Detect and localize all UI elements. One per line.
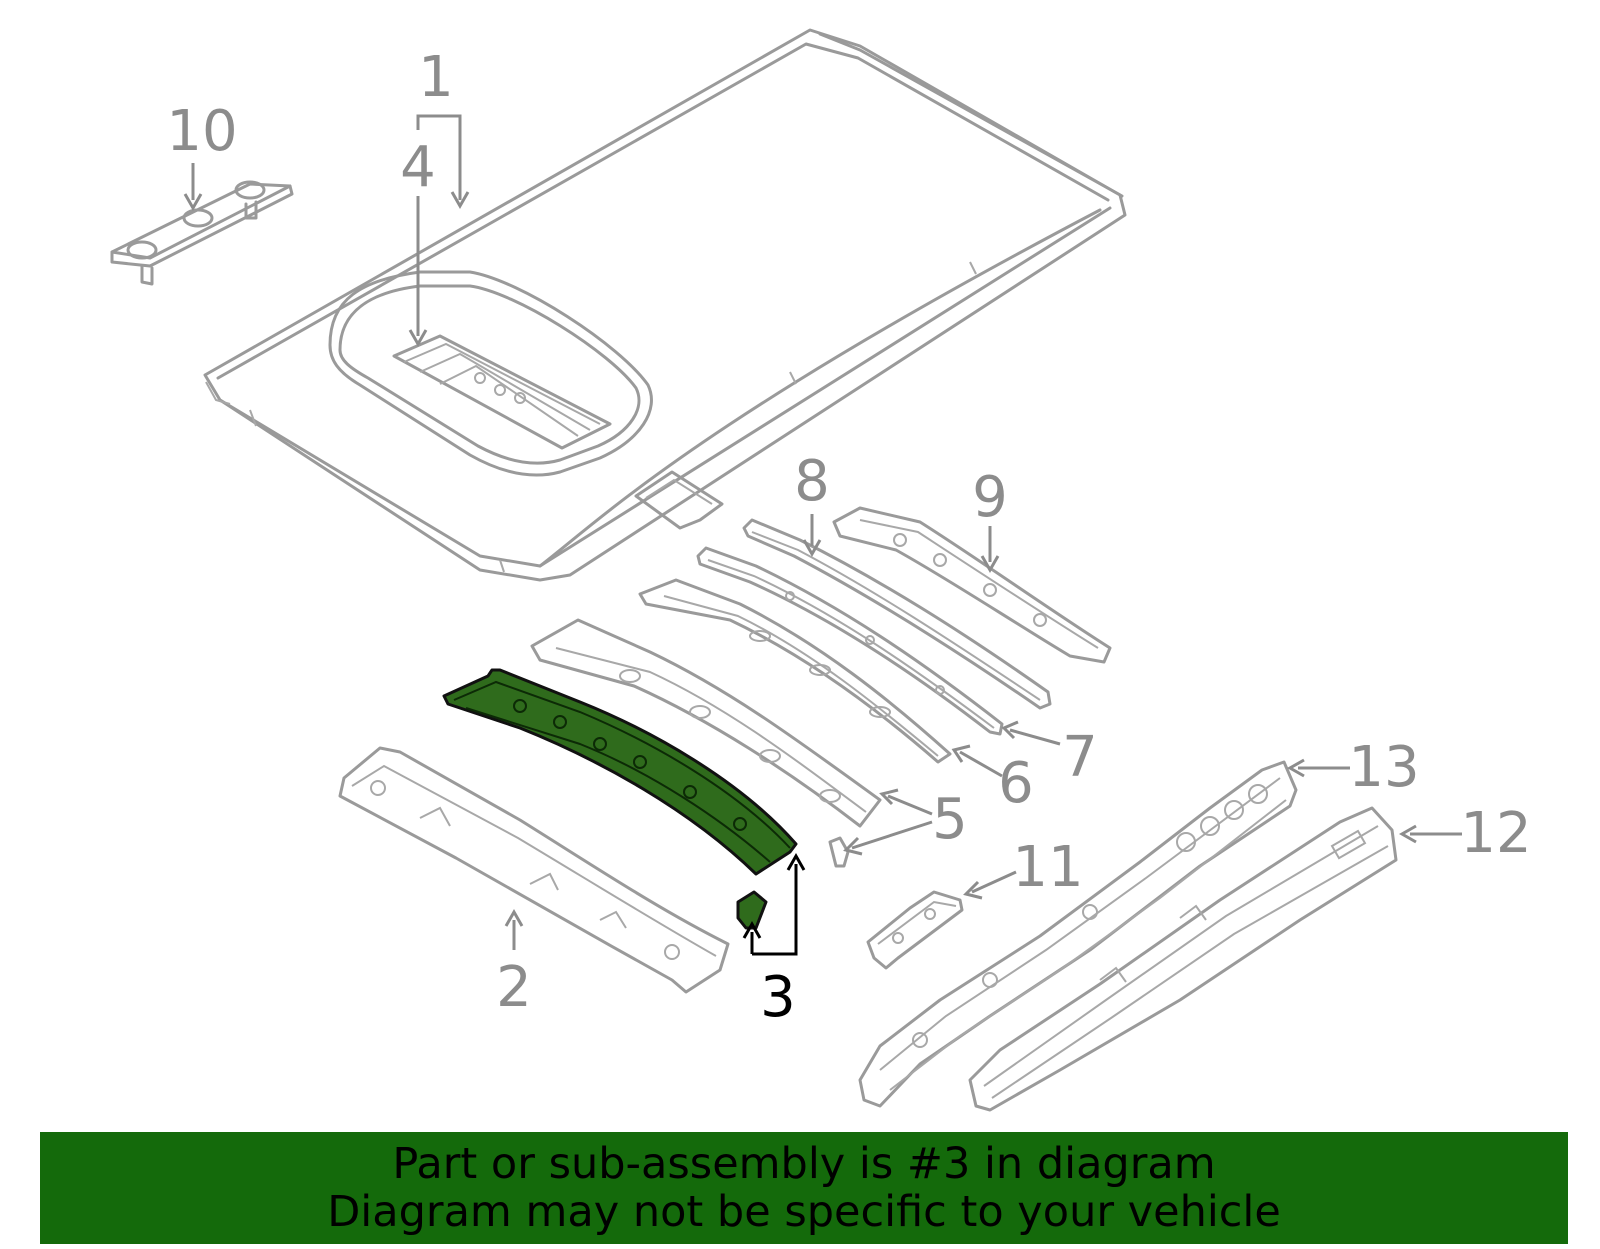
leader-3 [742, 852, 806, 956]
leader-lines [183, 114, 1462, 950]
part-2-windshield-header [338, 746, 730, 994]
part-13-inner-side-rail [858, 760, 1298, 1108]
callout-3: 3 [760, 965, 796, 1030]
callout-12: 12 [1460, 801, 1531, 866]
info-banner: Part or sub-assembly is #3 in diagram Di… [40, 1132, 1568, 1244]
part-11-bracket [866, 890, 964, 970]
callout-10: 10 [166, 99, 237, 164]
callout-11: 11 [1012, 835, 1083, 900]
part-5-roof-bow [530, 618, 882, 868]
callout-2: 2 [496, 955, 532, 1020]
part-6-roof-bow [638, 578, 952, 764]
callout-7: 7 [1062, 725, 1098, 790]
callout-8: 8 [794, 449, 830, 514]
part-8-roof-bow [742, 518, 1052, 710]
banner-line-2: Diagram may not be specific to your vehi… [327, 1187, 1281, 1237]
part-12-outer-side-rail [968, 806, 1398, 1112]
banner-line-1: Part or sub-assembly is #3 in diagram [392, 1139, 1216, 1189]
callout-labels: 1 4 10 8 9 7 6 5 11 13 12 2 3 [166, 45, 1531, 1030]
part-7-roof-bow [696, 546, 1004, 736]
callout-5: 5 [932, 787, 968, 852]
small-roof-bracket [634, 470, 724, 530]
part-3-front-roof-bow [442, 668, 798, 930]
callout-13: 13 [1348, 735, 1419, 800]
callout-1: 1 [418, 45, 454, 110]
part-9-rear-reinforcement [832, 506, 1112, 664]
part-1-roof-panel [203, 28, 1127, 582]
part-4-sunroof-reinforcement [328, 270, 653, 477]
part-10-bracket [110, 180, 294, 286]
callout-9: 9 [972, 465, 1008, 530]
callout-4: 4 [400, 135, 436, 200]
callout-6: 6 [998, 751, 1034, 816]
